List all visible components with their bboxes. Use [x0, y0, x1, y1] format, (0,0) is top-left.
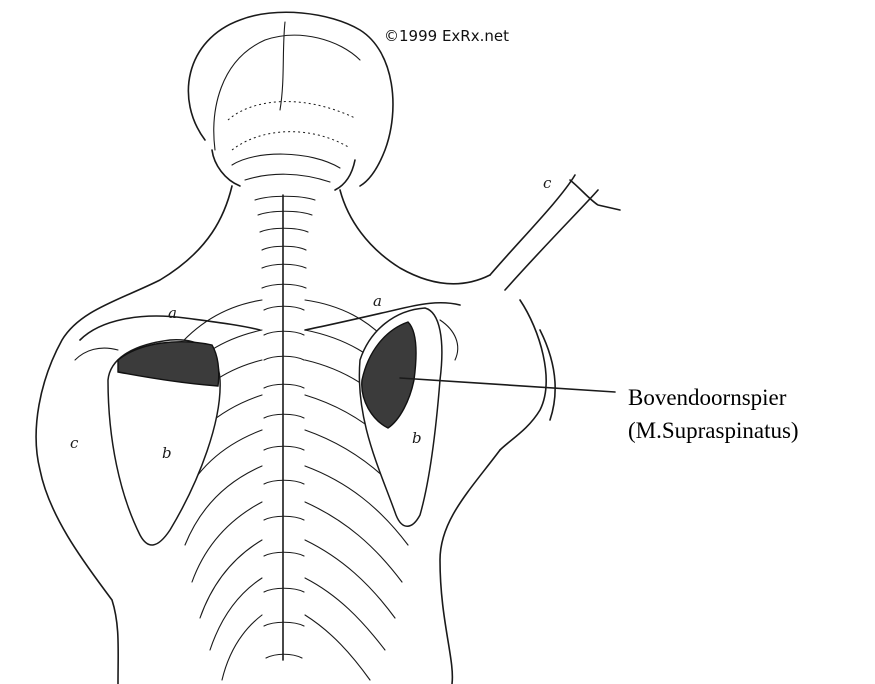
spine — [255, 195, 315, 660]
letter-b-right: b — [412, 429, 422, 447]
head — [188, 12, 393, 190]
copyright-text: ©1999 ExRx.net — [384, 27, 509, 45]
letter-c-right: c — [543, 174, 552, 192]
label-line2: (M.Supraspinatus) — [628, 418, 799, 443]
letter-b-left: b — [162, 444, 172, 462]
label-line1: Bovendoornspier — [628, 385, 787, 410]
letter-a-right: a — [373, 292, 382, 310]
letter-a-left: a — [168, 304, 177, 322]
left-shoulder — [75, 316, 260, 545]
letter-c-left: c — [70, 434, 79, 452]
